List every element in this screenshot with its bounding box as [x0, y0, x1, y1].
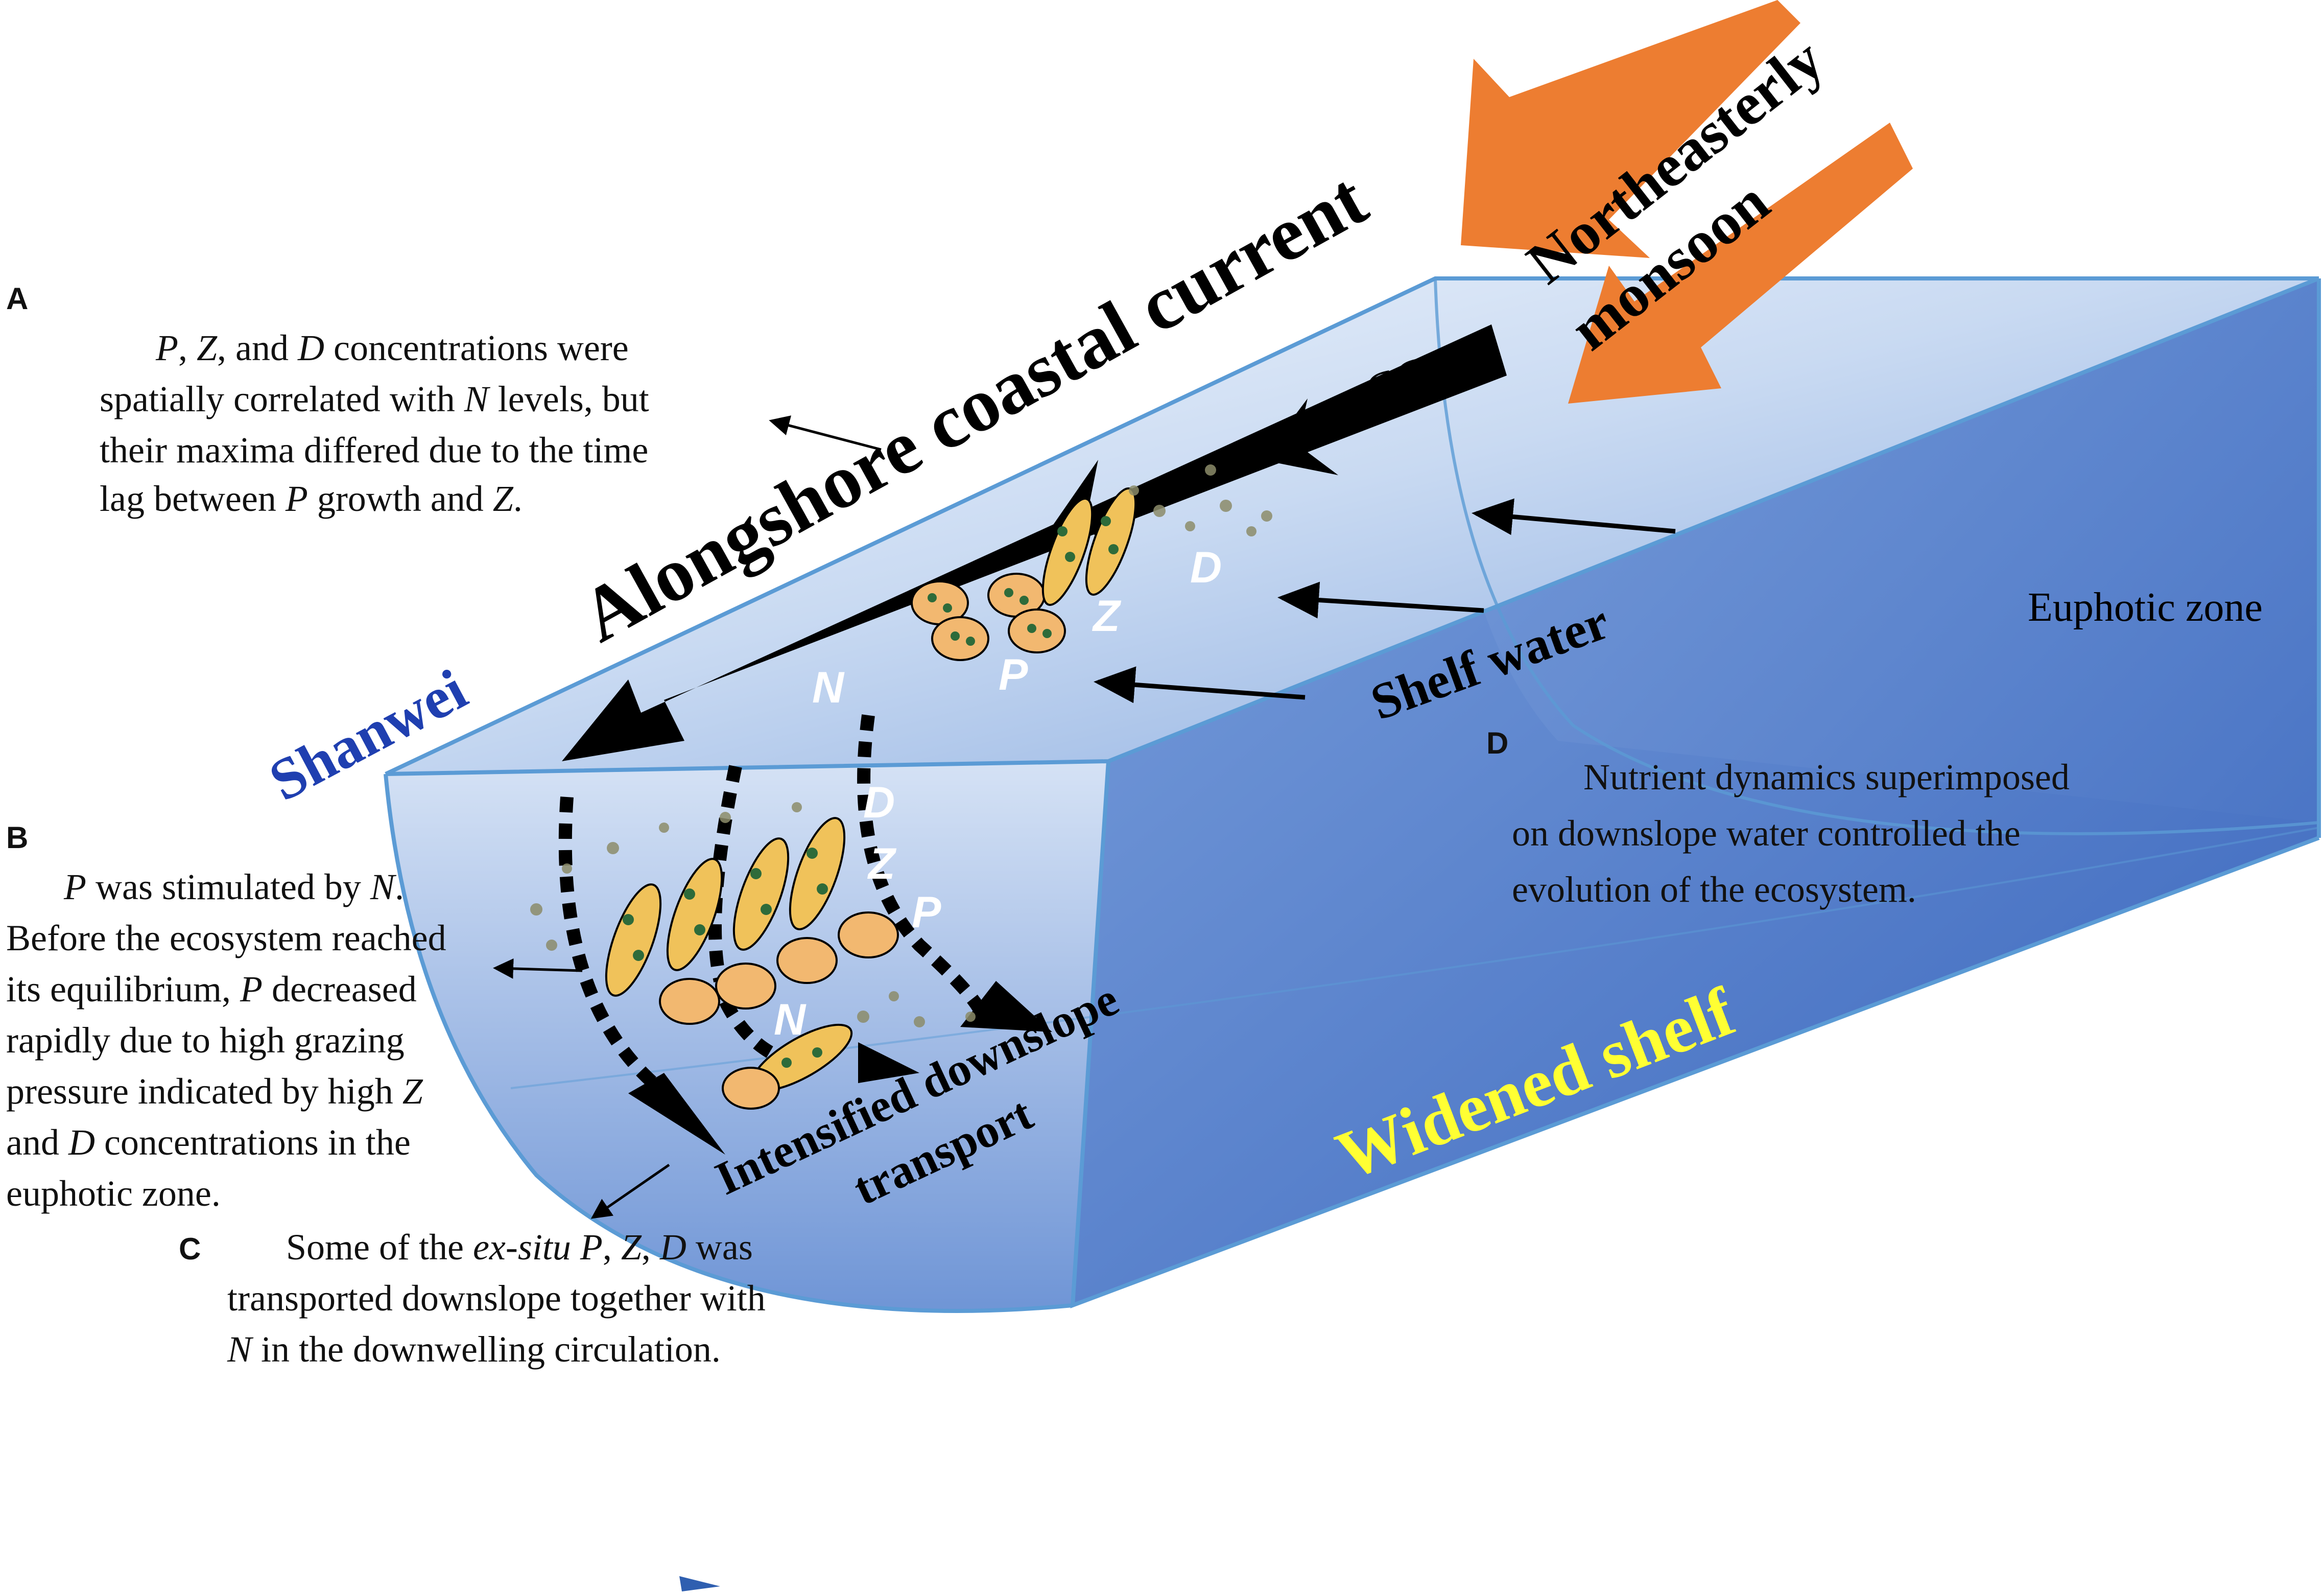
diatom-icon [666, 858, 723, 971]
dashed-arrow-2 [708, 765, 742, 982]
zooplankton-icon [659, 978, 720, 1025]
euphotic-zone-label: Euphotic zone [2028, 585, 2263, 630]
variable-n-lower: N [774, 995, 807, 1044]
panel-b-line6: and D concentrations in the [6, 1122, 411, 1163]
zooplankton-icon [722, 1067, 780, 1110]
panel-a-letter: A [6, 282, 28, 316]
panel-b-line2: Before the ecosystem reached [6, 918, 446, 958]
panel-d-line2: on downslope water controlled the [1512, 813, 2021, 854]
alongshore-current-arrow [562, 324, 1507, 761]
monsoon-arrows [1461, 0, 1913, 404]
arrowhead-icon [858, 1042, 919, 1083]
panel-b-line7: euphotic zone. [6, 1173, 221, 1214]
panel-a-line2: spatially correlated with N levels, but [100, 379, 649, 419]
block-top-face [386, 278, 2319, 774]
variable-z-upper: Z [1092, 592, 1122, 641]
variable-n-upper: N [812, 663, 845, 712]
panel-c-letter: C [179, 1232, 201, 1266]
dashed-arrow-1 [558, 796, 683, 1109]
panel-pointers [493, 415, 882, 1219]
panel-c-line3: N in the downwelling circulation. [227, 1329, 721, 1370]
diatom-icon [789, 817, 846, 930]
panel-c-line1: Some of the ex-situ P, Z, D was [286, 1227, 753, 1268]
plankton-lower [530, 802, 976, 1110]
zooplankton-icon [838, 911, 899, 958]
monsoon-arrow-lower [1568, 123, 1913, 404]
panel-a-line1: P, Z, and D concentrations were [155, 327, 629, 368]
panel-b: B P was stimulated by N. Before the ecos… [6, 821, 446, 1214]
panel-b-line5: pressure indicated by high Z [6, 1071, 423, 1112]
monsoon-arrow-upper [1461, 0, 1800, 258]
panel-d: D Nutrient dynamics superimposed on down… [1486, 726, 2070, 910]
zooplankton-icon [776, 937, 838, 984]
pointer-c [590, 1163, 670, 1219]
panel-b-line4: rapidly due to high grazing [6, 1020, 405, 1061]
shelf-water-arrows [1094, 498, 1676, 704]
pointer-b [493, 958, 583, 979]
panel-a: A P, Z, and D concentrations were spatia… [6, 282, 649, 519]
shelf-arrow-1 [1472, 498, 1676, 535]
block-shelf-face [1073, 278, 2319, 1305]
chevron-icon [1262, 398, 1338, 475]
panel-b-line1: P was stimulated by N. [63, 866, 404, 907]
panel-d-line3: evolution of the ecosystem. [1512, 869, 1916, 910]
shelf-water-block [384, 276, 2321, 1313]
arrowhead-icon [960, 981, 1052, 1032]
dashed-arrow-3 [857, 714, 987, 1015]
diatom-icon [605, 883, 662, 997]
arrowhead-icon [628, 1073, 725, 1155]
variable-z-lower: Z [867, 839, 897, 888]
shelf-arrow-2 [1277, 581, 1484, 619]
plankton-upper [911, 464, 1272, 661]
variable-d-lower: D [863, 778, 895, 827]
variable-p-upper: P [999, 650, 1028, 699]
pointer-a [769, 415, 882, 451]
diatom-icon [732, 837, 790, 951]
panel-a-line4: lag between P growth and Z. [100, 478, 523, 519]
shelf-arrow-3 [1094, 666, 1306, 704]
current-arrow-body [562, 324, 1507, 761]
panel-a-line3: their maxima differed due to the time [100, 430, 648, 471]
diatom-icon [1041, 498, 1094, 606]
panel-c: C Some of the ex-situ P, Z, D was transp… [179, 1227, 766, 1370]
variable-p-lower: P [912, 888, 941, 937]
panel-c-line2: transported downslope together with [227, 1278, 766, 1319]
downwelling-arrowheads [628, 981, 1052, 1155]
zooplankton-icon [715, 963, 776, 1010]
panel-b-letter: B [6, 821, 28, 855]
panel-b-line3: its equilibrium, P decreased [6, 969, 417, 1010]
panel-d-letter: D [1486, 726, 1508, 760]
zooplankton-icon [1008, 608, 1066, 653]
stray-mark [679, 1576, 720, 1591]
zooplankton-icon [931, 616, 989, 661]
variable-d-upper: D [1190, 543, 1222, 592]
panel-d-line1: Nutrient dynamics superimposed [1583, 757, 2070, 798]
